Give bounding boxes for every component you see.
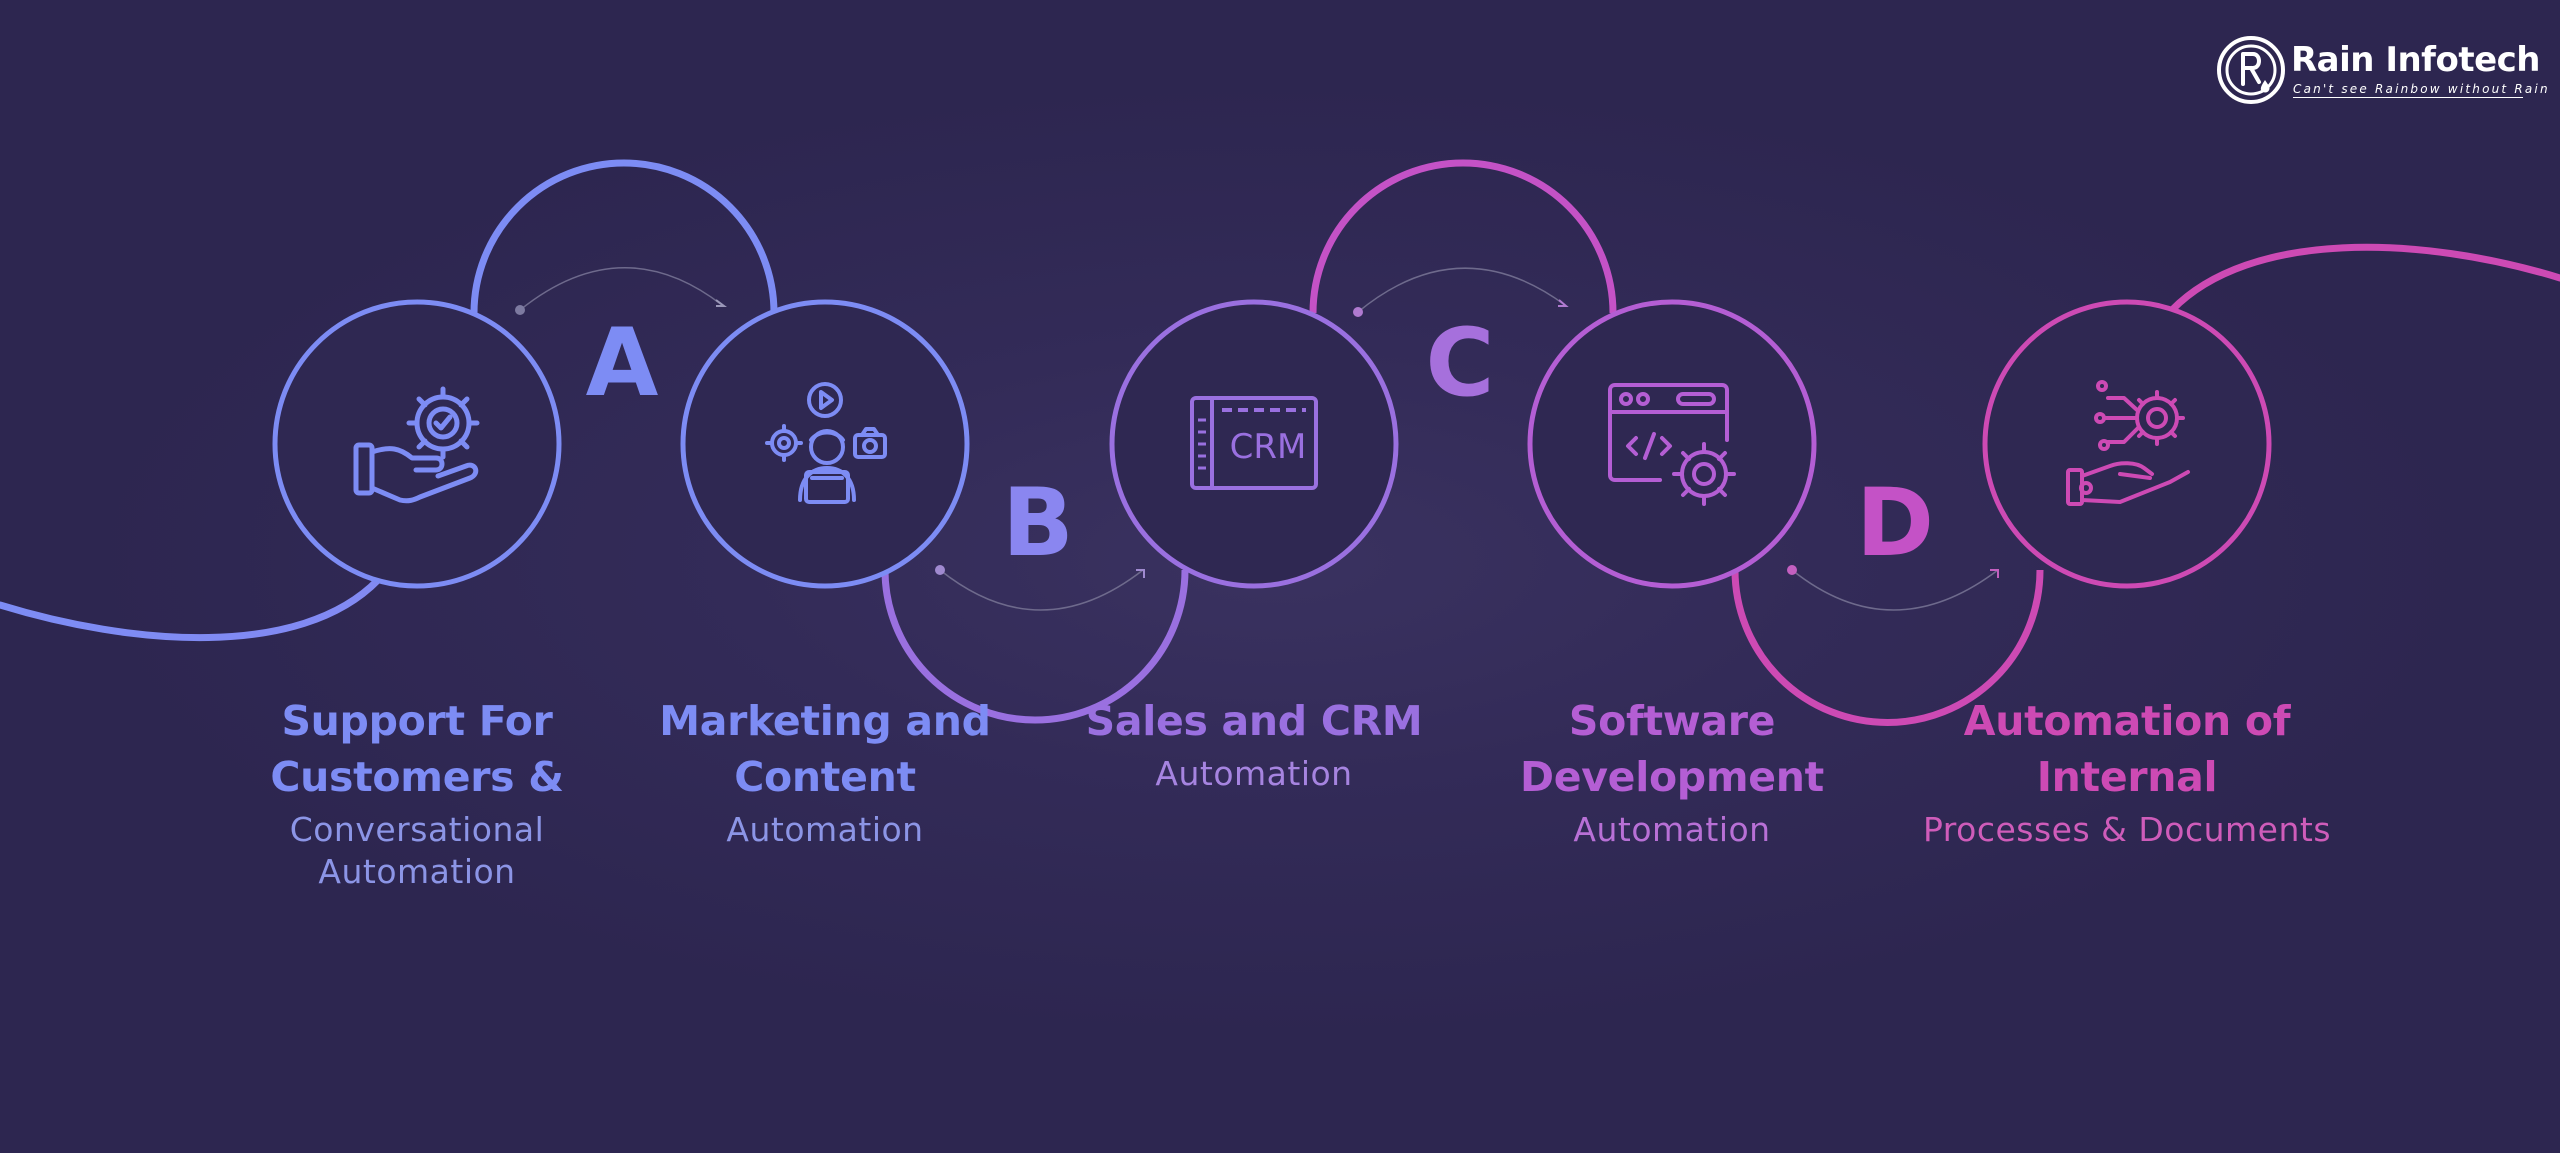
step-5-text: Automation of Internal Processes & Docum… <box>1917 693 2337 851</box>
step-4-title-line-2: Development <box>1520 753 1824 801</box>
inner-arc-c <box>1353 267 1569 317</box>
inner-arc-b <box>935 565 1145 611</box>
hand-gear-check-icon <box>353 386 480 504</box>
step-1-subtitle-line-1: Conversational <box>289 810 545 849</box>
letter-b: B <box>1002 469 1074 578</box>
step-4-subtitle-line-1: Automation <box>1573 810 1771 849</box>
letter-d: D <box>1856 469 1934 578</box>
crm-icon-label: CRM <box>1230 427 1307 467</box>
letter-c: C <box>1426 309 1495 418</box>
inner-arc-a <box>515 267 727 315</box>
step-5-subtitle-line-1: Processes & Documents <box>1922 810 2332 849</box>
step-2-text: Marketing and Content Automation <box>615 693 1035 851</box>
brand-logo[interactable]: Rain Infotech Can't see Rainbow without … <box>2215 34 2550 106</box>
step-5-title-line-1: Automation of <box>1963 697 2291 745</box>
marketer-content-icon <box>765 382 887 504</box>
step-1-title-line-2: Customers & <box>270 753 564 801</box>
step-2-subtitle-line-1: Automation <box>726 810 924 849</box>
step-circle-1 <box>272 299 562 589</box>
arc-d <box>1731 569 2044 726</box>
step-circle-2 <box>680 299 970 589</box>
crm-icon: CRM <box>1190 396 1318 490</box>
step-4-text: Software Development Automation <box>1462 693 1882 851</box>
step-2-title-line-1: Marketing and <box>659 697 991 745</box>
brand-name: Rain Infotech <box>2291 40 2541 80</box>
step-1-text: Support For Customers & Conversational A… <box>207 693 627 893</box>
arc-a <box>470 159 778 314</box>
robot-hand-network-icon <box>2066 380 2190 506</box>
step-3-title-line-1: Sales and CRM <box>1085 697 1423 745</box>
step-circle-3 <box>1109 299 1399 589</box>
step-circle-4 <box>1527 299 1817 589</box>
code-window-gear-icon <box>1608 383 1736 506</box>
rain-logo-icon <box>2217 36 2285 104</box>
step-3-subtitle-line-1: Automation <box>1155 754 1353 793</box>
step-3-text: Sales and CRM Automation <box>1044 693 1464 795</box>
letter-a: A <box>586 309 659 418</box>
wave-path-right <box>2168 243 2560 314</box>
step-1-subtitle-line-2: Automation <box>318 852 516 891</box>
step-2-title-line-2: Content <box>734 753 916 801</box>
brand-tagline: Can't see Rainbow without Rain <box>2293 82 2550 98</box>
step-1-title-line-1: Support For <box>281 697 553 745</box>
step-4-title-line-1: Software <box>1568 697 1776 745</box>
step-5-title-line-2: Internal <box>2036 753 2218 801</box>
step-circle-5 <box>1982 299 2272 589</box>
arc-b <box>881 569 1189 724</box>
inner-arc-d <box>1787 565 1999 611</box>
arc-c <box>1309 159 1617 314</box>
wave-path-left <box>0 576 382 642</box>
